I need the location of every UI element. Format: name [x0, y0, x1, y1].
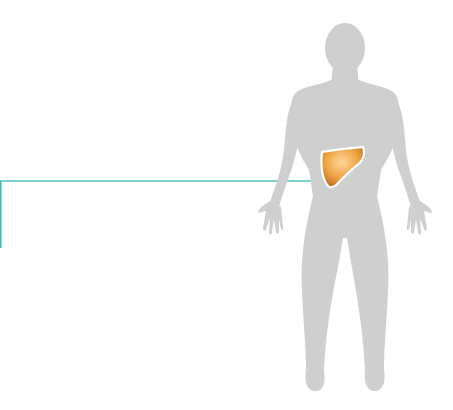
torso-and-legs — [291, 80, 399, 392]
head — [325, 23, 365, 73]
right-hand — [406, 201, 432, 235]
right-arm — [388, 97, 421, 207]
liver-organ — [320, 145, 366, 189]
body-silhouette — [258, 23, 432, 392]
left-arm — [269, 97, 302, 207]
left-hand — [258, 201, 284, 235]
